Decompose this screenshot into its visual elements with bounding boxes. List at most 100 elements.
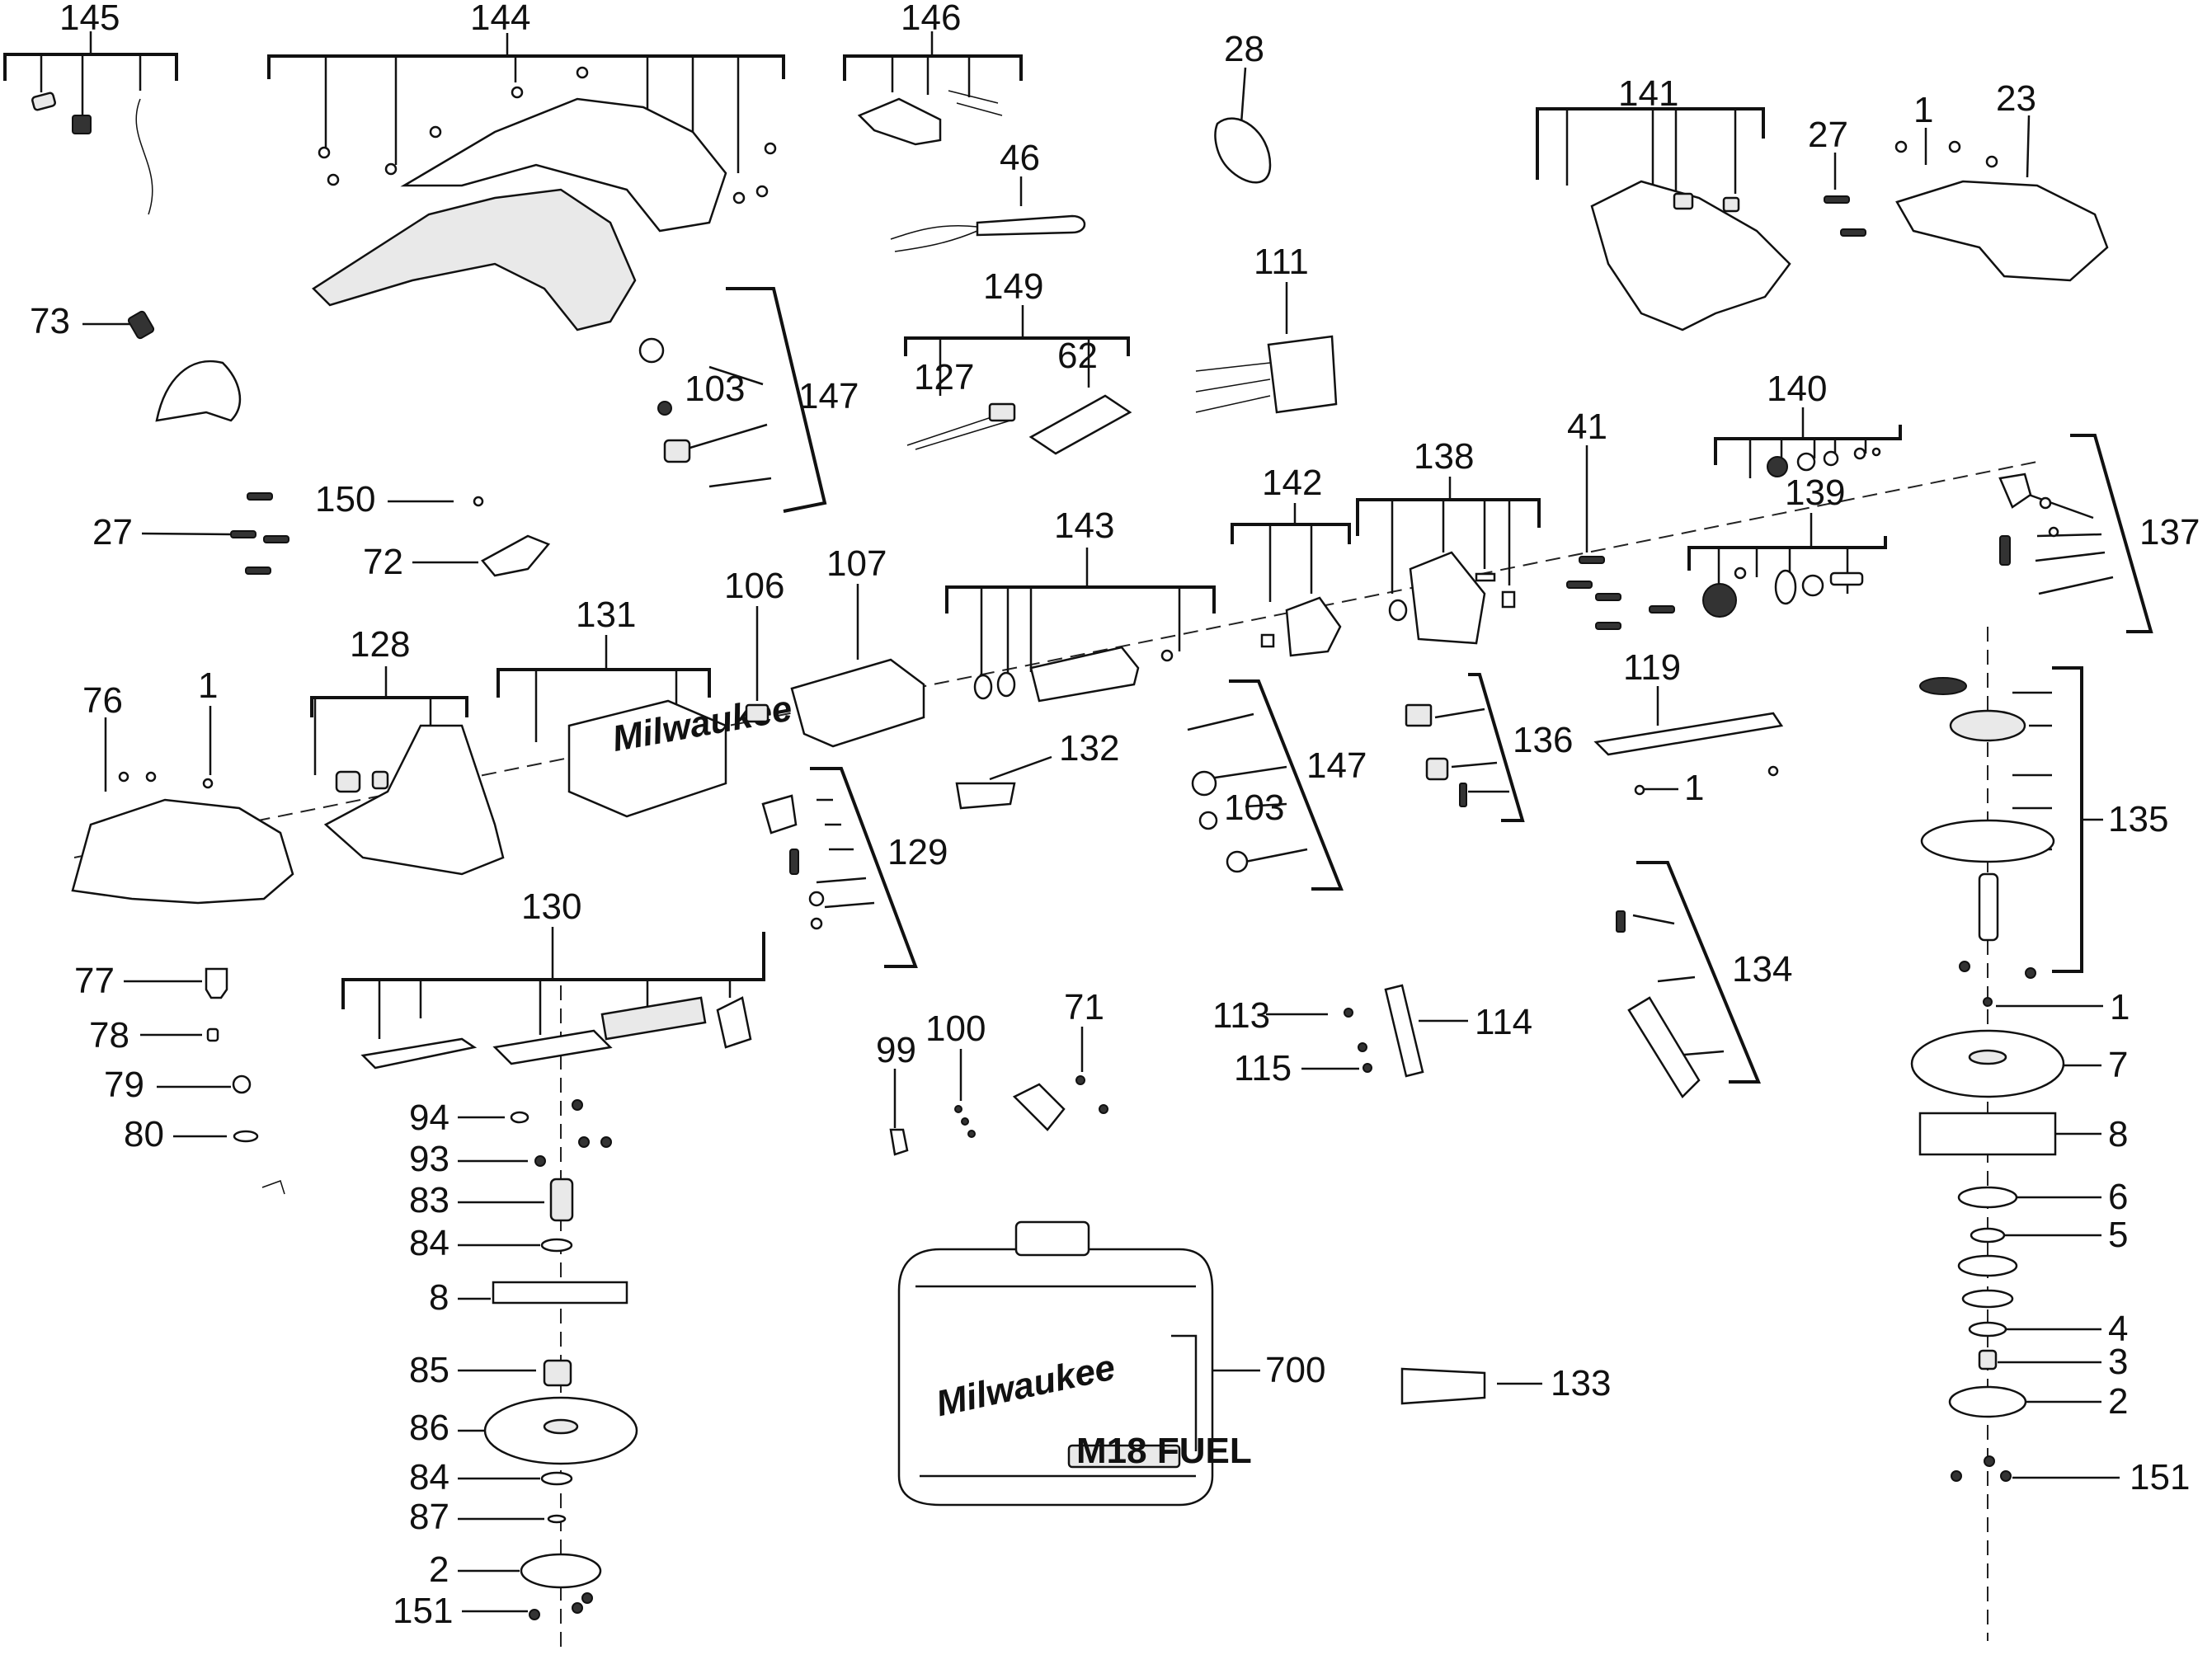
callout-23: 23: [1996, 78, 2036, 119]
part-group-114[interactable]: 113 114 115: [1212, 984, 1532, 1088]
part-group-left-screws[interactable]: 150 27 72: [92, 479, 551, 582]
part-group-140[interactable]: 140: [1714, 369, 1902, 478]
callout-115: 115: [1234, 1048, 1292, 1088]
callout-73: 73: [30, 301, 70, 341]
callout-151a: 151: [393, 1591, 453, 1631]
callout-146: 146: [901, 0, 961, 38]
callout-141: 141: [1618, 73, 1678, 114]
callout-41: 41: [1567, 407, 1607, 447]
callout-150: 150: [315, 479, 375, 520]
part-73[interactable]: 73: [30, 301, 242, 422]
part-76[interactable]: 76 1: [71, 665, 294, 905]
part-group-143[interactable]: 143: [945, 505, 1216, 703]
callout-114: 114: [1475, 1002, 1532, 1042]
callout-71: 71: [1064, 987, 1104, 1027]
part-group-146[interactable]: 146: [843, 0, 1023, 146]
part-106[interactable]: 106: [724, 566, 784, 723]
callout-62: 62: [1057, 336, 1098, 376]
part-group-137[interactable]: 137: [1998, 434, 2200, 633]
part-stack-right-wheel[interactable]: 1 7 8 6 5 4 3 2 151: [1910, 961, 2190, 1497]
callout-106: 106: [724, 566, 784, 606]
callout-77: 77: [74, 961, 115, 1001]
part-group-129[interactable]: 129: [761, 767, 948, 968]
callout-46: 46: [1000, 138, 1040, 178]
callout-1c: 1: [1684, 768, 1704, 808]
callout-138: 138: [1414, 436, 1474, 477]
callout-137: 137: [2139, 512, 2200, 552]
callout-6: 6: [2108, 1177, 2128, 1217]
callout-1b: 1: [198, 665, 218, 706]
part-group-138[interactable]: 138: [1356, 436, 1541, 645]
callout-83: 83: [409, 1180, 449, 1220]
callout-140: 140: [1767, 369, 1827, 409]
callout-132: 132: [1059, 728, 1119, 769]
callout-136: 136: [1513, 720, 1573, 760]
callout-147b: 147: [1306, 745, 1367, 786]
callout-142: 142: [1262, 463, 1322, 503]
part-group-147a[interactable]: 103 147: [638, 287, 859, 513]
callout-84a: 84: [409, 1223, 449, 1263]
callout-111: 111: [1254, 242, 1309, 282]
callout-8a: 8: [2108, 1114, 2128, 1154]
callout-147a: 147: [798, 376, 859, 416]
callout-151b: 151: [2130, 1457, 2190, 1497]
part-group-119[interactable]: 119 1: [1593, 647, 1784, 808]
case-badge: M18 FUEL: [1076, 1431, 1252, 1471]
callout-107: 107: [826, 543, 887, 584]
part-group-134[interactable]: 134: [1616, 861, 1792, 1098]
callout-149: 149: [983, 266, 1043, 307]
part-group-145[interactable]: 145: [3, 0, 178, 215]
callout-27a: 27: [1808, 115, 1848, 155]
part-700-carry-case[interactable]: M18 FUEL Milwaukee 700: [897, 1220, 1325, 1507]
part-group-147b[interactable]: 147 103: [1187, 679, 1367, 891]
part-group-130[interactable]: 130: [341, 886, 765, 1070]
part-group-left-77-80[interactable]: 77 78 79 80: [74, 961, 285, 1195]
callout-130: 130: [521, 886, 581, 927]
callout-131: 131: [576, 595, 636, 635]
part-group-149[interactable]: 149 127 62: [904, 266, 1132, 455]
part-41[interactable]: 41: [1566, 407, 1675, 630]
part-group-23[interactable]: 27 1 23: [1808, 78, 2109, 282]
callout-8b: 8: [429, 1277, 449, 1318]
callout-76: 76: [82, 680, 123, 721]
part-group-142[interactable]: 142: [1231, 463, 1351, 657]
part-group-139[interactable]: 139: [1687, 472, 1887, 618]
callout-93: 93: [409, 1139, 449, 1179]
part-28[interactable]: 28: [1214, 29, 1272, 184]
callout-144: 144: [470, 0, 530, 38]
part-46[interactable]: 46: [890, 138, 1086, 252]
part-stack-left-wheel[interactable]: 94 93 83 84 8 85 86 84 87 2 151: [393, 1098, 638, 1631]
callout-94: 94: [409, 1098, 449, 1138]
part-133[interactable]: 133: [1400, 1363, 1611, 1405]
callout-127: 127: [914, 357, 974, 397]
callout-133: 133: [1551, 1363, 1611, 1403]
part-111[interactable]: 111: [1195, 242, 1338, 414]
part-group-136[interactable]: 136: [1405, 673, 1573, 822]
callout-78: 78: [89, 1015, 129, 1055]
part-group-128[interactable]: 128: [310, 624, 505, 876]
callout-72: 72: [363, 542, 403, 582]
callout-84b: 84: [409, 1457, 449, 1497]
part-group-71-99-100[interactable]: 71 99 100: [876, 987, 1108, 1156]
callout-27b: 27: [92, 512, 133, 552]
callout-7: 7: [2108, 1045, 2128, 1085]
callout-2b: 2: [2108, 1381, 2128, 1422]
callout-143: 143: [1054, 505, 1114, 546]
callout-1a: 1: [1913, 90, 1933, 130]
callout-100: 100: [925, 1008, 986, 1049]
part-107[interactable]: 107: [790, 543, 925, 748]
part-group-141[interactable]: 141: [1536, 73, 1791, 331]
part-group-144[interactable]: 144: [267, 0, 785, 331]
part-132[interactable]: 132: [955, 728, 1119, 810]
callout-28: 28: [1224, 29, 1264, 69]
callout-85: 85: [409, 1350, 449, 1390]
callout-128: 128: [350, 624, 410, 665]
callout-113: 113: [1212, 995, 1270, 1036]
callout-135: 135: [2108, 799, 2168, 839]
callout-99: 99: [876, 1030, 916, 1070]
callout-5: 5: [2108, 1215, 2128, 1255]
callout-87: 87: [409, 1497, 449, 1537]
part-group-135[interactable]: 135: [1919, 666, 2168, 973]
callout-700: 700: [1265, 1350, 1325, 1390]
